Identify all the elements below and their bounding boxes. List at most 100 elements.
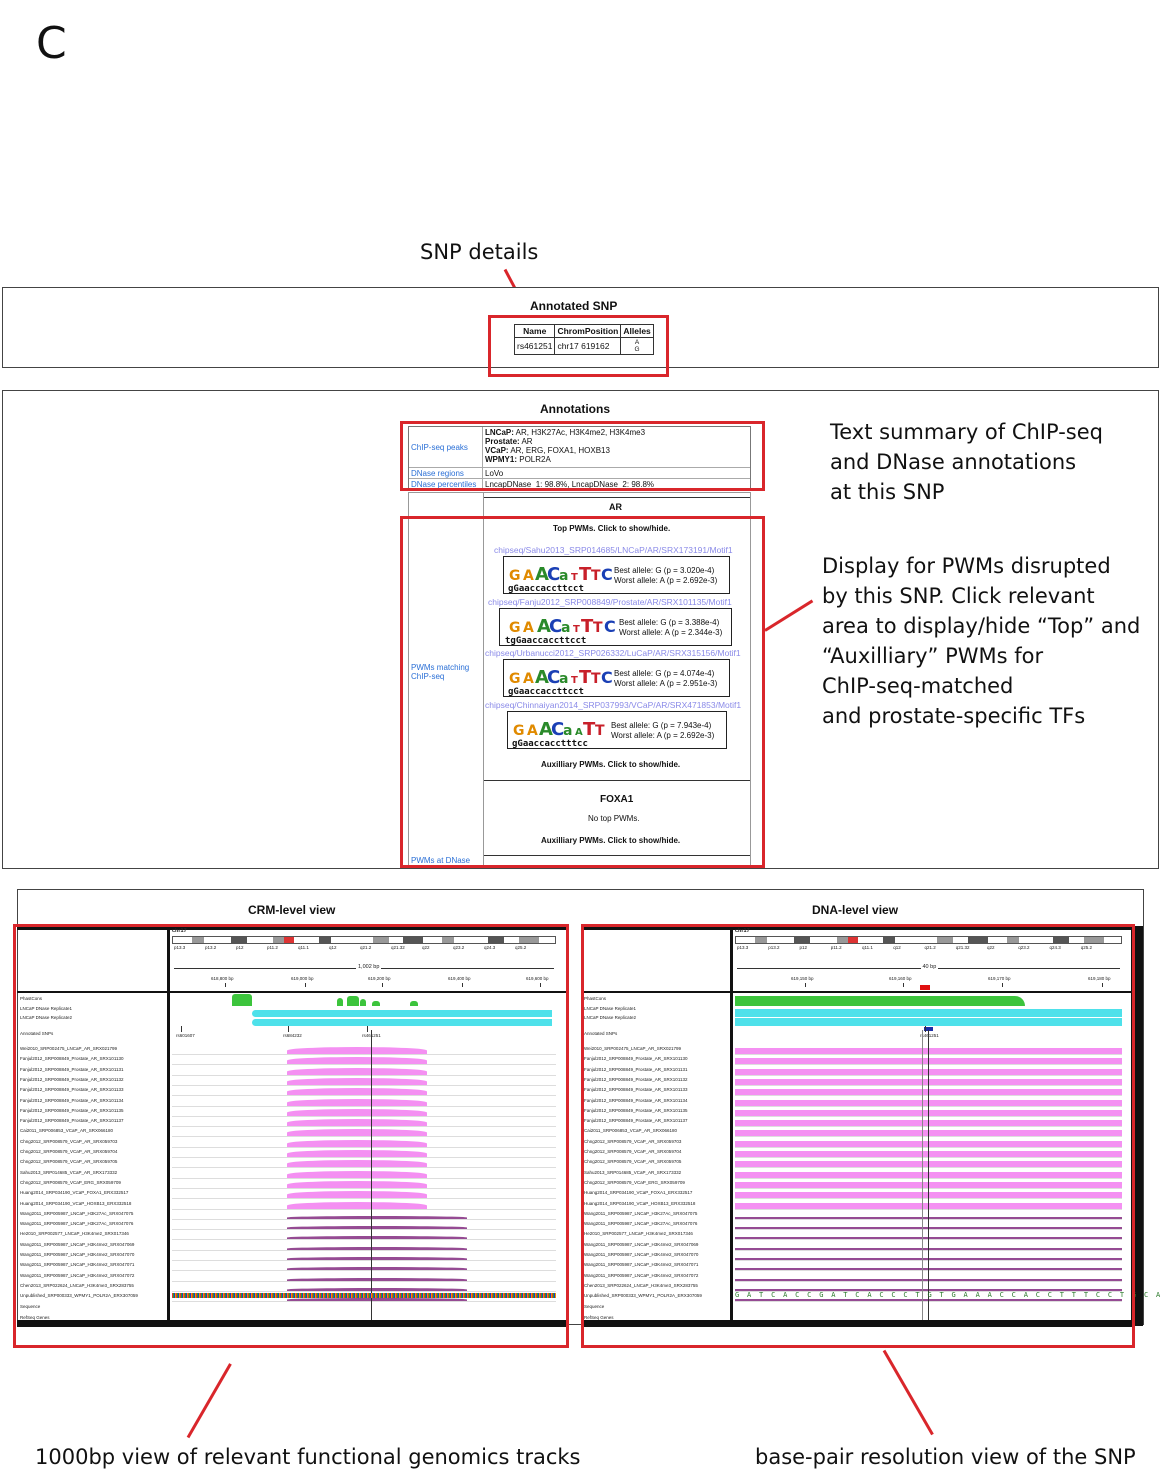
pwm-link-1[interactable]: chipseq/Sahu2013_SRP014685/LNCaP/AR/SRX1… [494, 545, 733, 555]
axis-tick [903, 983, 904, 987]
motif-logo-1: G A A C a T T T C [509, 564, 613, 584]
svg-text:a: a [559, 568, 568, 584]
dnase-regions-key[interactable]: DNase regions [409, 468, 483, 478]
track-label: Wang2011_SRP005987_LNCaP_H3K4me2_SRX0470… [20, 1252, 135, 1257]
ideogram-band [318, 937, 331, 943]
cell-lncap: LNCaP: [485, 428, 514, 437]
svg-text:T: T [591, 671, 601, 687]
track-label: Fanjul2012_SRP008849_Prostate_AR_SRX1011… [584, 1107, 688, 1113]
chipseq-peaks-key[interactable]: ChIP-seq peaks [409, 427, 483, 467]
pwm-entry-4[interactable] [507, 711, 727, 749]
chipseq-signal [287, 1129, 427, 1137]
pwms-dnase-key[interactable]: PWMs at DNase [411, 856, 471, 865]
track-row-line [172, 1157, 556, 1158]
callout-crm: 1000bp view of relevant functional genom… [35, 1445, 581, 1469]
snp-tick [367, 1026, 368, 1032]
band-label: q22 [987, 945, 995, 950]
track-label: Huang2014_SRP034190_VCaP_FOXA1_ERX332517 [20, 1190, 129, 1196]
callout-pwm-line1: Display for PWMs disrupted [822, 554, 1111, 578]
track-label: Chng2012_SRP008579_VCaP_ERG_SRX059709 [20, 1179, 121, 1185]
axis-tick [225, 983, 226, 987]
track-label: Annotated SNPs [584, 1030, 618, 1036]
tfs-prostate: AR [521, 437, 533, 446]
motif-logo-3: G A A C a T T T C [509, 667, 613, 687]
track-label: Wang2011_SRP005987_LNCaP_H3K4me2_SRX0470… [584, 1252, 699, 1257]
axis-tick-label: 619,400 bp [448, 976, 471, 981]
band-label: q25.2 [1080, 945, 1093, 950]
pwm-entry-3[interactable] [503, 659, 730, 697]
svg-text:C: C [601, 668, 613, 687]
track-row-line [172, 1054, 556, 1055]
dnase-rep1-signal [252, 1010, 552, 1017]
band-label: q24.3 [484, 945, 496, 950]
view-divider [167, 926, 170, 1322]
chipseq-signal [287, 1215, 467, 1219]
pwm-link-2[interactable]: chipseq/Fanju2012_SRP008849/Prostate/AR/… [488, 597, 732, 607]
pwm-worst-4: Worst allele: A (p = 2.692e-3) [611, 731, 715, 740]
chipseq-signal [287, 1191, 427, 1199]
snp-position-line [371, 1030, 372, 1320]
pwm-entry-1[interactable] [503, 556, 730, 594]
snp-glyph [924, 1027, 933, 1031]
svg-text:C: C [547, 564, 560, 584]
ar-top-toggle[interactable]: Top PWMs. Click to show/hide. [553, 524, 671, 533]
ar-title: AR [609, 502, 622, 512]
snp-label: rs601607 [176, 1033, 195, 1038]
ar-aux-toggle[interactable]: Auxilliary PWMs. Click to show/hide. [541, 760, 681, 769]
chipseq-signal [287, 1226, 467, 1230]
track-label: Wang2011_SRP005987_LNCaP_H3K27Ac_SRX0470… [20, 1221, 134, 1227]
foxa1-aux-toggle[interactable]: Auxilliary PWMs. Click to show/hide. [541, 836, 681, 845]
track-label: Wang2011_SRP005987_LNCaP_H3K4me2_SRX0470… [20, 1262, 135, 1268]
snp-position-line [922, 1030, 923, 1320]
phastcons-peak [410, 1001, 418, 1006]
cell-wpmy1: WPMY1: [485, 455, 517, 464]
track-label: Unpublished_SRP000333_WPMY1_POLR2A_ERX30… [584, 1293, 702, 1299]
chipseq-signal [287, 1067, 427, 1075]
pwm-link-3[interactable]: chipseq/Urbanucci2012_SRP026332/LuCaP/AR… [485, 648, 741, 658]
axis-tick-label: 619,200 bp [368, 976, 391, 981]
track-label: Chng2012_SRP008579_VCaP_ERG_SRX059709 [584, 1179, 685, 1185]
sequence-track: G A T C A C C G A T C A C C C T G T G A … [735, 1291, 1162, 1299]
pwm-link-4[interactable]: chipseq/Chinnaiyan2014_SRP037993/VCaP/AR… [485, 700, 742, 710]
ideogram-band [937, 937, 954, 943]
track-label: Wang2011_SRP005987_LNCaP_H3K27Ac_SRX0470… [584, 1210, 698, 1216]
track-row-line [172, 1198, 556, 1200]
snp-position: 619162 [581, 341, 610, 351]
track-row-line [172, 1115, 556, 1117]
svg-text:a: a [563, 723, 572, 739]
chipseq-signal [287, 1077, 427, 1085]
chipseq-signal [287, 1201, 427, 1209]
track-label: Chng2012_SRP008579_VCaP_AR_SRX059705 [584, 1159, 682, 1165]
track-label: Huang2014_SRP034190_VCaP_HOXB13_ERX33251… [20, 1200, 132, 1206]
svg-text:A: A [537, 616, 551, 636]
track-label: Annotated SNPs [20, 1030, 54, 1036]
crm-view-title: CRM-level view [248, 903, 336, 917]
axis-tick-label: 619,600 bp [526, 976, 549, 981]
track-row-line [172, 1167, 556, 1169]
chipseq-signal [287, 1098, 427, 1106]
chromosome-ideogram [735, 936, 1122, 944]
pwm-entry-2[interactable] [499, 608, 732, 646]
band-label: q12 [893, 945, 901, 950]
ideogram-band [230, 937, 247, 943]
chipseq-signal [287, 1108, 427, 1116]
track-row-line [172, 1095, 556, 1097]
highlight-snp-details [488, 315, 669, 377]
axis-tick [805, 983, 806, 987]
axis-tick-label: 619,150 bp [791, 976, 814, 981]
track-label: Fanjul2012_SRP008849_Prostate_AR_SRX1011… [584, 1097, 688, 1103]
dnase-percentiles-key[interactable]: DNase percentiles [409, 479, 483, 489]
chipseq-signal [287, 1180, 427, 1188]
svg-text:T: T [571, 675, 578, 686]
highlight-crm-view [13, 924, 569, 1348]
track-label: LNCaP DNase Replicate1 [584, 1005, 636, 1011]
ar-section [484, 497, 750, 781]
track-label: Wei2010_SRP002475_LNCaP_AR_SRX021799 [584, 1046, 681, 1051]
svg-text:T: T [579, 564, 592, 584]
track-row-line [172, 1301, 556, 1303]
pwms-matching-key[interactable]: PWMs matching ChIP-seq [411, 663, 470, 681]
pwm-seq-4: gGaaccacctttcc [512, 739, 588, 749]
track-row-line [172, 1280, 556, 1282]
track-row-line [172, 1126, 556, 1128]
chipseq-signal [287, 1236, 467, 1240]
